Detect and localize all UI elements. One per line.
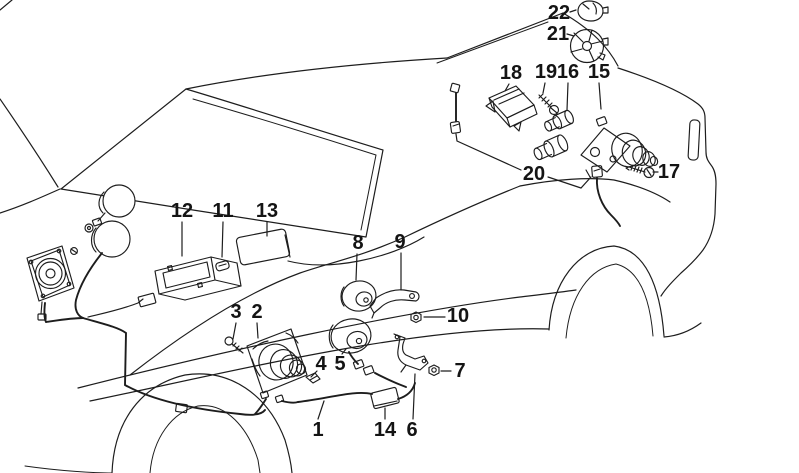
callout-leader-4 <box>310 370 318 378</box>
callout-leader-21 <box>566 33 575 37</box>
callout-7-nut: 7 <box>454 360 465 382</box>
taillight <box>687 119 701 161</box>
part-21-speaker-grille <box>569 28 609 64</box>
callout-leader-8 <box>355 253 358 281</box>
callout-16-spacer-sleeve: 16 <box>557 61 579 83</box>
callout-leader-11 <box>221 221 224 258</box>
part-7-nut <box>428 364 440 377</box>
callout-8-horn-high: 8 <box>352 232 363 254</box>
callout-leader-2 <box>256 322 259 339</box>
screw-small <box>70 247 78 255</box>
part-dash-tweeters <box>84 184 136 258</box>
callout-leader-15 <box>598 82 602 110</box>
callout-11-clip: 11 <box>212 200 233 222</box>
part-11-clip <box>215 260 230 272</box>
callout-20-cable-clip: 20 <box>523 163 545 185</box>
callout-4-expanding-rivet: 4 <box>315 353 327 375</box>
part-16-spacer-sleeve <box>544 109 574 132</box>
callout-17-screw: 17 <box>658 161 680 183</box>
callout-13-antenna-plate: 13 <box>256 200 278 222</box>
part-22-grille-cover <box>577 0 609 22</box>
callout-19-screw: 19 <box>535 61 557 83</box>
part-8-horn-high <box>340 280 377 312</box>
callout-2-door-speaker: 2 <box>251 301 262 323</box>
part-front-footwell-speaker <box>26 245 78 321</box>
callout-leader-16 <box>566 82 569 111</box>
windshield <box>60 88 384 238</box>
callout-leader-18 <box>504 83 510 92</box>
callout-21-speaker-grille: 21 <box>547 23 569 45</box>
callout-leader-20 <box>455 133 522 171</box>
part-12-radio-mounting-frame <box>154 256 242 301</box>
antenna-lead <box>287 236 425 266</box>
front-tire <box>149 405 261 473</box>
callout-14-connector-block: 14 <box>374 419 397 441</box>
connector <box>137 292 157 308</box>
callout-leader-6 <box>412 373 416 420</box>
callout-5-horn-low: 5 <box>334 353 345 375</box>
part-3-screw <box>224 336 244 354</box>
rear-tire <box>565 263 654 339</box>
bolt <box>84 223 94 233</box>
callout-12-radio-mounting-frame: 12 <box>171 200 193 222</box>
callout-6-bracket: 6 <box>406 419 417 441</box>
callout-9-horn-bracket: 9 <box>394 231 405 253</box>
part-1-wiring-harness <box>43 252 416 416</box>
callout-leader-22 <box>569 9 577 13</box>
part-13-antenna-plate <box>235 228 425 266</box>
callout-leader-3 <box>232 322 237 340</box>
callout-leader-5 <box>341 348 347 355</box>
part-2-door-speaker <box>246 328 308 415</box>
callout-1-wiring-harness: 1 <box>312 419 323 441</box>
callout-15-rear-speaker: 15 <box>588 61 610 83</box>
part-9-horn-bracket <box>369 289 420 319</box>
front-wheel-arch <box>111 373 293 473</box>
callout-leader-1 <box>317 400 325 420</box>
part-20-spacer-sleeve <box>533 134 569 161</box>
part-18-amplifier <box>485 85 538 132</box>
part-19-screw <box>538 93 560 116</box>
callout-leader-20 <box>547 176 592 189</box>
callout-18-amplifier: 18 <box>500 62 522 84</box>
rear-cable-clips <box>449 82 621 227</box>
callout-3-screw: 3 <box>230 301 241 323</box>
part-10-nut <box>410 311 422 324</box>
part-14-connector-block <box>370 386 400 410</box>
callout-10-nut: 10 <box>447 305 469 327</box>
rear-wheel-arch <box>548 245 665 337</box>
callout-22-grille-cover: 22 <box>548 2 570 24</box>
part-4-expanding-rivet <box>305 372 321 384</box>
part-6-bracket <box>393 333 429 373</box>
callout-leader-19 <box>542 82 546 94</box>
part-5-horn-low <box>328 318 407 388</box>
car-body-outline <box>0 0 717 473</box>
